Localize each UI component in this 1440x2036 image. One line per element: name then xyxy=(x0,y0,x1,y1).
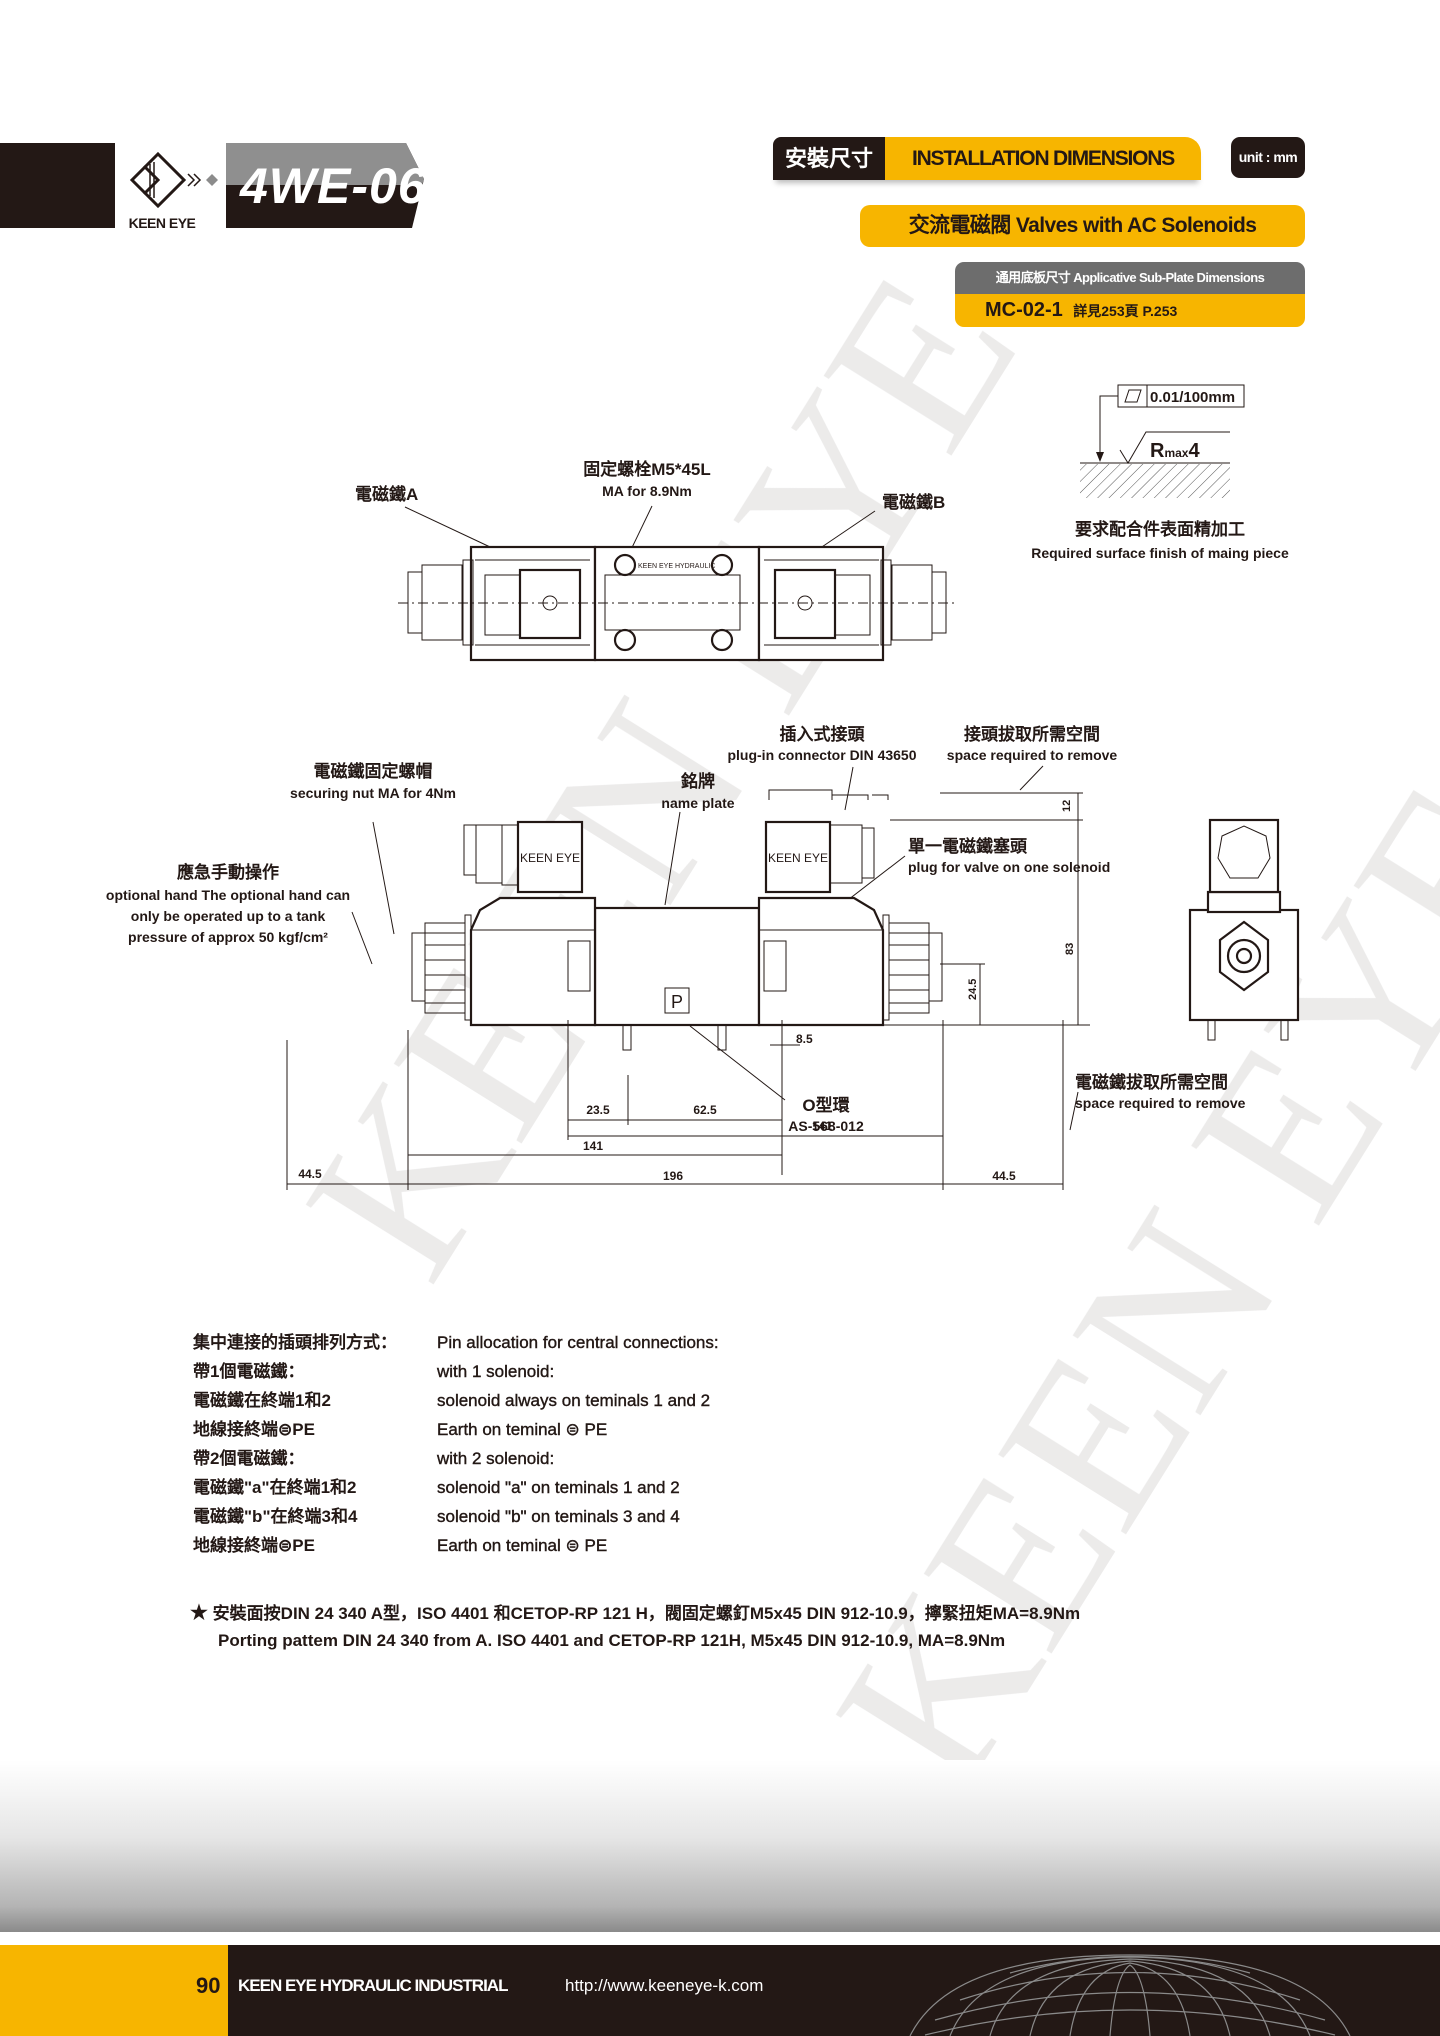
unit-badge: unit : mm xyxy=(1231,137,1305,178)
connector-label-en: plug-in connector DIN 43650 xyxy=(727,747,916,763)
surface-finish-symbol: 0.01/100mm Rmax4 要求配合件表面精加工 Required sur… xyxy=(1031,384,1289,561)
valve-end-view xyxy=(1188,818,1300,1041)
bolt-label-cn: 固定螺栓M5*45L xyxy=(583,459,711,479)
svg-text:KEEN EYE: KEEN EYE xyxy=(520,851,580,865)
svg-text:44.5: 44.5 xyxy=(298,1167,322,1181)
plug-label-en: plug for valve on one solenoid xyxy=(908,859,1110,875)
mounting-note: ★ 安裝面按DIN 24 340 A型，ISO 4401 和CETOP-RP 1… xyxy=(190,1600,1080,1654)
solenoid-a-label: 電磁鐵A xyxy=(355,484,418,504)
svg-text:0.01/100mm: 0.01/100mm xyxy=(1150,389,1235,406)
note-en: Porting pattem DIN 24 340 from A. ISO 44… xyxy=(218,1631,1006,1650)
nut-label-cn: 電磁鐵固定螺帽 xyxy=(314,761,433,781)
plug-label-cn: 單一電磁鐵塞頭 xyxy=(908,836,1028,856)
valve-top-view: 電磁鐵A 固定螺栓M5*45L MA for 8.9Nm 電磁鐵B KEEN E… xyxy=(355,459,958,662)
subplate-box: 通用底板尺寸 Applicative Sub-Plate Dimensions … xyxy=(955,262,1305,327)
subplate-code: MC-02-1 xyxy=(985,299,1063,321)
pin-row-en: Earth on teminal ⊜ PE xyxy=(437,1536,608,1555)
subtitle-badge: 交流電磁閥 Valves with AC Solenoids xyxy=(860,205,1305,247)
space-label-en: space required to remove xyxy=(947,747,1118,763)
model-tag: 4WE-06 xyxy=(226,143,427,228)
pin-row-cn: 集中連接的插頭排列方式： xyxy=(193,1333,397,1352)
bolt-label-en: MA for 8.9Nm xyxy=(602,483,692,499)
pin-row-en: with 2 solenoid: xyxy=(437,1449,555,1468)
footer-url[interactable]: http://www.keeneye-k.com xyxy=(565,1976,764,1995)
svg-text:62.5: 62.5 xyxy=(693,1103,717,1117)
pin-row-en: Pin allocation for central connections: xyxy=(437,1333,719,1352)
footer-gradient xyxy=(0,1760,1440,1932)
pin-row-cn: 電磁鐵"b"在終端3和4 xyxy=(193,1507,358,1526)
section-title-en: INSTALLATION DIMENSIONS xyxy=(885,137,1201,180)
svg-text:KEEN EYE: KEEN EYE xyxy=(768,851,828,865)
pin-row-en: solenoid "a" on teminals 1 and 2 xyxy=(437,1478,680,1497)
pin-row-cn: 帶2個電磁鐵： xyxy=(193,1449,305,1468)
oring-label-cn: O型環 xyxy=(802,1095,850,1115)
footer-bar: 90 KEEN EYE HYDRAULIC INDUSTRIAL http://… xyxy=(0,1945,1440,2036)
valve-side-view: 插入式接頭 plug-in connector DIN 43650 接頭拔取所需… xyxy=(106,724,1246,1190)
svg-text:8.5: 8.5 xyxy=(796,1032,813,1046)
svg-text:24.5: 24.5 xyxy=(967,979,979,1000)
pin-row-cn: 帶1個電磁鐵： xyxy=(193,1362,305,1381)
svg-text:196: 196 xyxy=(663,1169,683,1183)
section-title-cn: 安裝尺寸 xyxy=(773,137,885,180)
pin-row-en: solenoid "b" on teminals 3 and 4 xyxy=(437,1507,680,1526)
subplate-title: 通用底板尺寸 Applicative Sub-Plate Dimensions xyxy=(955,262,1305,294)
pin-row-cn: 地線接終端⊜PE xyxy=(193,1536,315,1555)
svg-text:83: 83 xyxy=(1064,943,1076,955)
surface-caption-cn: 要求配合件表面精加工 xyxy=(1075,519,1245,539)
port-p-label: P xyxy=(671,992,683,1012)
connector-label-cn: 插入式接頭 xyxy=(780,724,866,744)
solenoid-space-label-cn: 電磁鐵拔取所需空間 xyxy=(1075,1072,1228,1092)
section-title-bar: 安裝尺寸 INSTALLATION DIMENSIONS xyxy=(773,137,1201,180)
svg-text:Rmax4: Rmax4 xyxy=(1150,440,1200,462)
svg-text:only be operated up to a tank: only be operated up to a tank xyxy=(131,908,326,924)
svg-text:pressure of approx 50 kgf/cm²: pressure of approx 50 kgf/cm² xyxy=(128,929,328,945)
footer-company: KEEN EYE HYDRAULIC INDUSTRIAL xyxy=(238,1976,508,1995)
svg-text:141: 141 xyxy=(812,1119,832,1133)
logo-icon xyxy=(129,151,218,209)
pin-row-cn: 電磁鐵"a"在終端1和2 xyxy=(193,1478,357,1497)
surface-caption-en: Required surface finish of maing piece xyxy=(1031,545,1289,561)
subplate-ref: 詳見253頁 P.253 xyxy=(1073,303,1178,319)
note-cn: 安裝面按DIN 24 340 A型，ISO 4401 和CETOP-RP 121… xyxy=(212,1604,1081,1623)
star-icon: ★ xyxy=(190,1602,208,1624)
pin-row-en: with 1 solenoid: xyxy=(437,1362,555,1381)
page-number: 90 xyxy=(196,1973,221,1998)
keen-eye-logo: KEEN EYE xyxy=(128,150,224,231)
svg-text:12: 12 xyxy=(1061,800,1073,812)
svg-text:23.5: 23.5 xyxy=(586,1103,610,1117)
pin-row-cn: 電磁鐵在終端1和2 xyxy=(193,1391,331,1410)
svg-text:KEEN EYE HYDRAULIC: KEEN EYE HYDRAULIC xyxy=(638,563,715,570)
model-name: 4WE-06 xyxy=(240,158,427,214)
space-label-cn: 接頭拔取所需空間 xyxy=(964,724,1100,744)
pin-row-cn: 地線接終端⊜PE xyxy=(193,1420,315,1439)
footer-accent xyxy=(0,1945,228,2036)
pin-row-en: Earth on teminal ⊜ PE xyxy=(437,1420,608,1439)
globe-graphic xyxy=(909,1954,1351,2036)
oring-label-en: AS-568-012 xyxy=(788,1118,864,1134)
header-black-block xyxy=(0,143,115,228)
svg-text:141: 141 xyxy=(583,1139,603,1153)
solenoid-b-label: 電磁鐵B xyxy=(882,492,945,512)
nameplate-label-en: name plate xyxy=(661,795,734,811)
nameplate-label-cn: 銘牌 xyxy=(681,771,715,791)
solenoid-space-label-en: space required to remove xyxy=(1075,1095,1246,1111)
svg-text:optional hand The optional han: optional hand The optional hand can xyxy=(106,887,350,903)
svg-text:44.5: 44.5 xyxy=(992,1169,1016,1183)
nut-label-en: securing nut MA for 4Nm xyxy=(290,785,456,801)
hand-label-cn: 應急手動操作 xyxy=(177,862,279,882)
pin-row-en: solenoid always on teminals 1 and 2 xyxy=(437,1391,711,1410)
